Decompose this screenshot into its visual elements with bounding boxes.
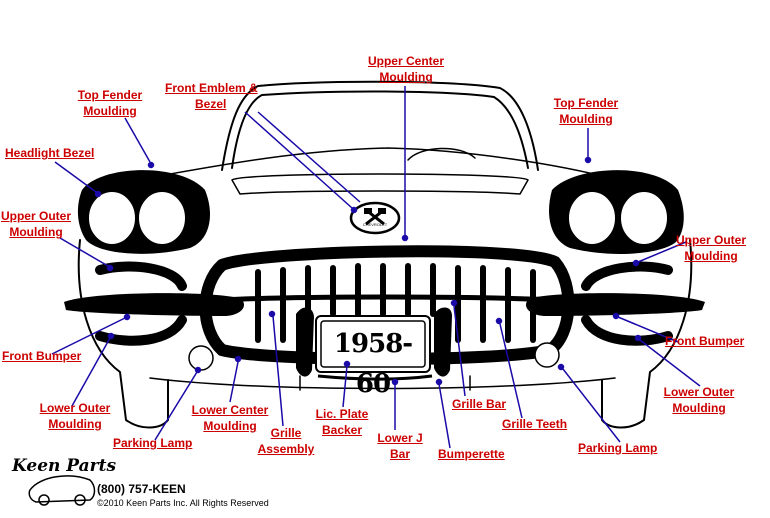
label-parking-lamp-right: Parking Lamp: [578, 441, 658, 455]
label-grille-bar: Grille Bar: [452, 397, 507, 411]
label-headlight-bezel: Headlight Bezel: [5, 146, 95, 160]
footer-phone: (800) 757-KEEN: [97, 482, 186, 496]
footer-copyright: ©2010 Keen Parts Inc. All Rights Reserve…: [97, 498, 269, 508]
label-bumperette: Bumperette: [438, 447, 505, 461]
license-plate-text: 1958-60: [333, 329, 413, 399]
label-parking-lamp-left: Parking Lamp: [113, 436, 193, 450]
label-grille-teeth: Grille Teeth: [502, 417, 568, 431]
label-front-emblem-bezel: Front Emblem &Bezel: [165, 81, 258, 111]
keen-parts-logo: Keen Parts: [12, 456, 117, 476]
windshield: [221, 80, 539, 171]
label-front-bumper-left: Front Bumper: [2, 349, 82, 363]
emblem-text: CHEVROLET: [362, 222, 388, 227]
label-front-bumper-right: Front Bumper: [665, 334, 745, 348]
